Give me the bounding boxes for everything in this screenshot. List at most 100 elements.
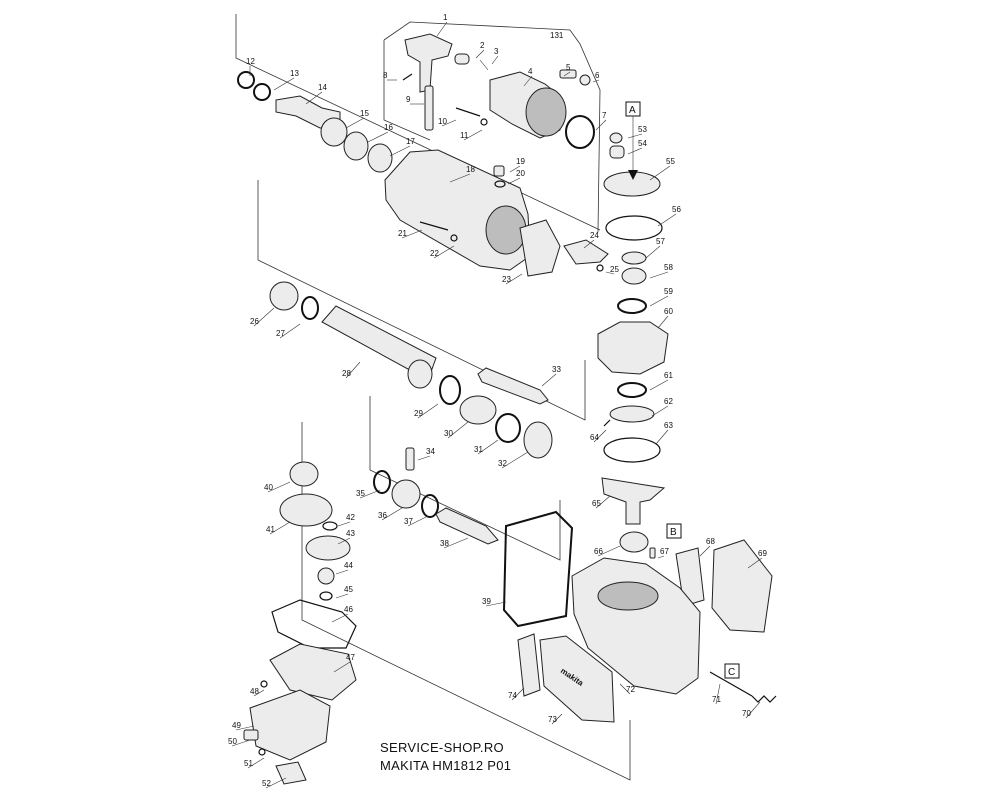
part-4-flange — [525, 87, 567, 137]
part-label-66: 66 — [594, 547, 603, 556]
part-label-55: 55 — [666, 157, 675, 166]
leader-32 — [501, 451, 529, 469]
leader-62 — [651, 405, 669, 417]
part-label-63: 63 — [664, 421, 673, 430]
part-label-35: 35 — [356, 489, 365, 498]
part-label-69: 69 — [758, 549, 767, 558]
part-23-cover — [519, 219, 561, 277]
part-label-9: 9 — [406, 95, 411, 104]
leader-67 — [657, 555, 665, 559]
part-58-bushing — [621, 267, 647, 285]
part-27-ring — [301, 296, 319, 320]
leader-21 — [401, 229, 423, 239]
leader-60 — [657, 315, 669, 329]
part-label-37: 37 — [404, 517, 413, 526]
leader-22 — [433, 245, 455, 259]
part-label-20: 20 — [516, 169, 525, 178]
part-label-25: 25 — [610, 265, 619, 274]
leader-15 — [345, 117, 365, 129]
part-65-shaft — [601, 477, 666, 525]
leader-56 — [657, 213, 677, 227]
part-36-piston — [391, 479, 421, 509]
part-45-washer — [319, 591, 333, 601]
footer-line-2: MAKITA HM1812 P01 — [380, 758, 512, 773]
part-label-68: 68 — [706, 537, 715, 546]
leader-48 — [253, 689, 265, 697]
part-13-ring — [253, 83, 271, 101]
part-38-conrod — [435, 507, 499, 545]
part-49-handle-cover — [249, 689, 331, 761]
part-label-27: 27 — [276, 329, 285, 338]
leader-41 — [269, 521, 291, 535]
part-41-gear — [279, 493, 333, 527]
part-6-nut — [579, 74, 591, 86]
part-label-4: 4 — [528, 67, 533, 76]
part-label-72: 72 — [626, 685, 635, 694]
leader-10 — [441, 119, 457, 127]
part-label-51: 51 — [244, 759, 253, 768]
part-label-16: 16 — [384, 123, 393, 132]
leader-74 — [511, 687, 525, 701]
part-label-46: 46 — [344, 605, 353, 614]
part-64-key — [603, 419, 611, 427]
ref-box-b-label: B — [670, 527, 677, 538]
part-2-bushing — [454, 53, 470, 65]
leader-42 — [337, 521, 351, 527]
leader-17 — [389, 145, 411, 157]
part-label-28: 28 — [342, 369, 351, 378]
part-label-32: 32 — [498, 459, 507, 468]
part-label-3: 3 — [494, 47, 499, 56]
part-9-shaft — [424, 85, 434, 131]
leader-47 — [333, 661, 351, 673]
part-29-ring — [439, 375, 461, 405]
part-21-bolt — [419, 221, 449, 231]
part-46-gasket — [271, 599, 357, 649]
part-42-washer — [322, 521, 338, 531]
part-62-gear — [609, 405, 655, 423]
part-69-side-cover — [711, 539, 773, 633]
part-label-26: 26 — [250, 317, 259, 326]
part-label-74: 74 — [508, 691, 517, 700]
leader-69 — [747, 557, 763, 569]
outline-131-left — [383, 40, 431, 141]
part-47-crank-cover — [269, 643, 357, 701]
part-label-17: 17 — [406, 137, 415, 146]
part-28-end — [407, 359, 433, 389]
part-label-61: 61 — [664, 371, 673, 380]
part-25-screw — [596, 264, 604, 272]
part-31-ring — [495, 413, 521, 443]
part-label-15: 15 — [360, 109, 369, 118]
outline-crank — [369, 396, 561, 561]
part-28-cylinder — [321, 305, 437, 381]
leader-40 — [267, 481, 291, 493]
part-label-2: 2 — [480, 41, 485, 50]
part-label-62: 62 — [664, 397, 673, 406]
part-label-6: 6 — [595, 71, 600, 80]
part-57-ring — [621, 251, 647, 265]
part-label-41: 41 — [266, 525, 275, 534]
leader-13 — [273, 77, 295, 91]
part-73-front-cover — [539, 635, 615, 723]
part-label-43: 43 — [346, 529, 355, 538]
part-label-12: 12 — [246, 57, 255, 66]
part-label-60: 60 — [664, 307, 673, 316]
part-label-5: 5 — [566, 63, 571, 72]
part-43-gear — [305, 535, 351, 561]
part-label-71: 71 — [712, 695, 721, 704]
leader-53 — [627, 133, 643, 139]
part-37-ring — [421, 494, 439, 518]
part-label-48: 48 — [250, 687, 259, 696]
leader-31 — [477, 439, 499, 455]
part-label-11: 11 — [460, 131, 469, 140]
leader-33 — [541, 373, 557, 387]
part-44-bearing — [317, 567, 335, 585]
part-8-pin — [402, 73, 413, 81]
part-48-screw — [260, 680, 268, 688]
leader-30 — [447, 421, 469, 439]
leader-6 — [592, 79, 600, 83]
leader-43 — [337, 537, 351, 545]
part-label-14: 14 — [318, 83, 327, 92]
leader-66 — [597, 545, 621, 557]
part-56-oring — [605, 215, 663, 241]
